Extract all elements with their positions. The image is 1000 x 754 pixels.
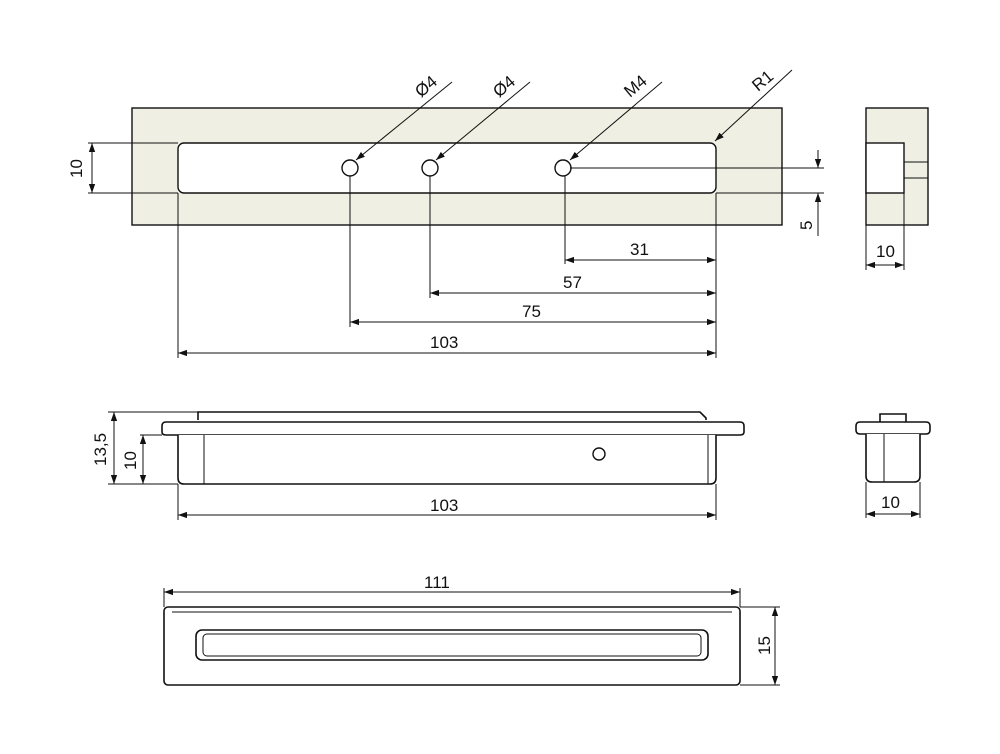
handle-flange (161, 421, 745, 436)
hole-3 (554, 159, 572, 177)
dim-15: 15 (755, 636, 774, 655)
front-view: 13,5 10 103 (91, 411, 745, 520)
dim-103-front: 103 (430, 496, 458, 515)
dim-111: 111 (424, 573, 450, 592)
inner-recess (195, 629, 709, 661)
callout-hole-1: Ø4 (411, 72, 441, 101)
leader-hole-3 (569, 81, 663, 161)
top-view: Ø4 Ø4 M4 R1 10 31 57 75 103 5 (67, 67, 824, 358)
dim-body-height: 10 (121, 451, 140, 470)
dim-total-height: 13,5 (91, 433, 110, 466)
bottom-view: 111 15 (163, 573, 780, 686)
leader-hole-1 (355, 81, 453, 161)
side-view-top: 10 (865, 107, 929, 270)
inner-recess-line (202, 633, 702, 657)
side-slot (865, 142, 905, 194)
side-view-middle: 10 (855, 413, 931, 518)
side-body (865, 434, 921, 483)
side-top-tab (879, 413, 907, 424)
dim-height-10: 10 (67, 159, 86, 178)
callout-hole-3: M4 (620, 71, 650, 101)
callout-radius: R1 (748, 67, 777, 96)
handle-top-lip (197, 411, 707, 420)
leader-hole-2 (435, 81, 531, 161)
dim-offset-5: 5 (797, 221, 816, 230)
hole-1 (341, 159, 359, 177)
dim-width-10: 10 (881, 493, 900, 512)
dim-31: 31 (630, 240, 649, 259)
handle-body (177, 435, 717, 485)
front-hole (592, 447, 606, 461)
side-flange (855, 421, 931, 435)
dim-depth-10: 10 (876, 242, 895, 261)
dim-75: 75 (522, 302, 541, 321)
hole-2 (421, 159, 439, 177)
dim-57: 57 (563, 273, 582, 292)
leader-radius (714, 69, 793, 142)
callout-hole-2: Ø4 (489, 72, 519, 101)
dim-103-top: 103 (430, 333, 458, 352)
